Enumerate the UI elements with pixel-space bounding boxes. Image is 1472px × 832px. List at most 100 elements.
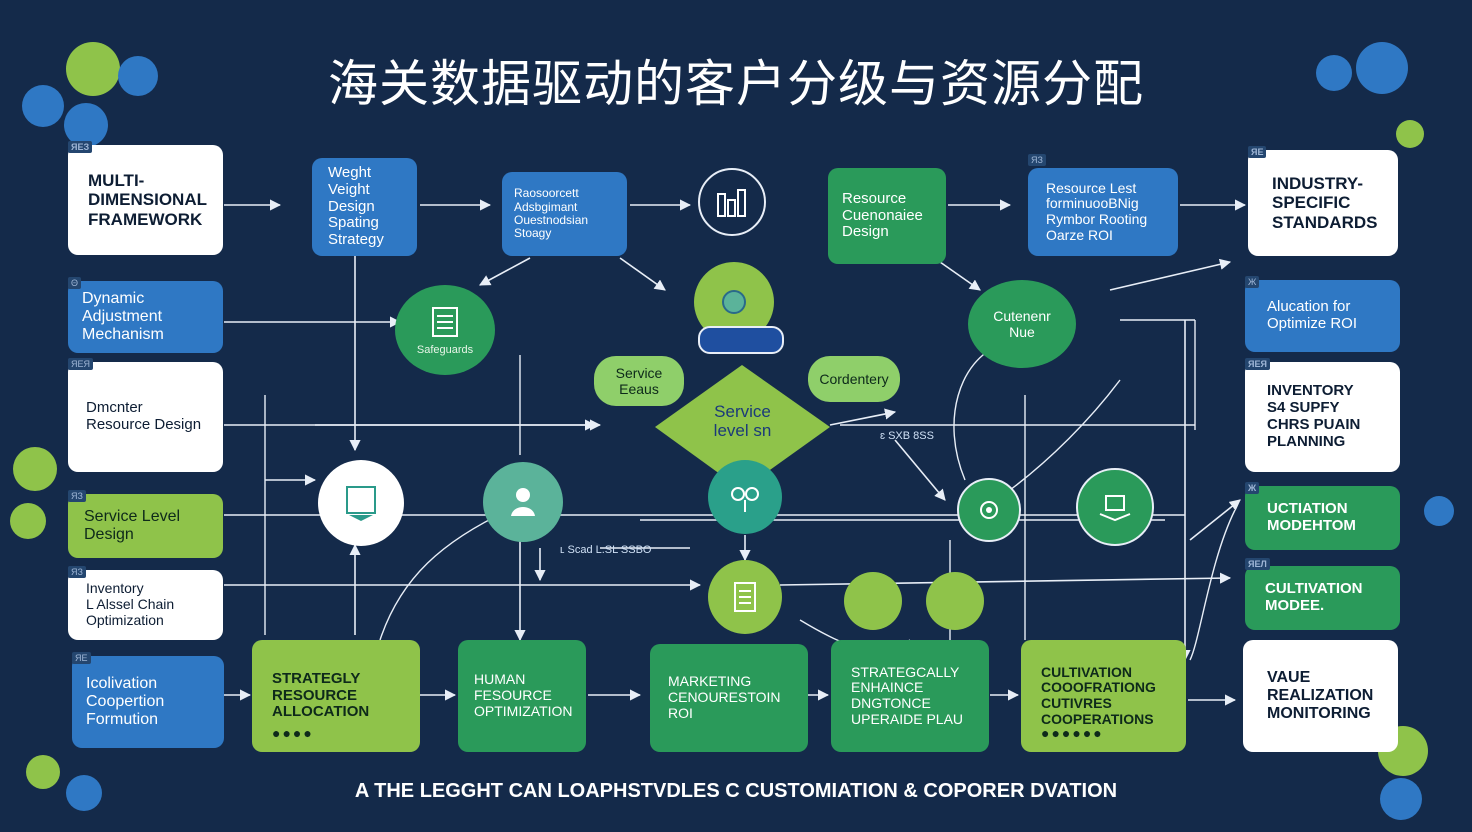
decor-circle (22, 85, 64, 127)
server-rack (698, 326, 784, 354)
node-label: INVENTORY S4 SUPFY CHRS PUAIN PLANNING (1267, 382, 1361, 450)
node-resource-adjustment-strategy: Raosoorcett Adsbgimant Ouestnodsian Stoa… (502, 172, 627, 256)
node-label: Alucation for Optimize ROI (1267, 298, 1358, 332)
node-label: Safeguards (416, 344, 474, 356)
node-tag: ЯЗ (1028, 154, 1046, 167)
node-multi-dimensional-framework: ЯЕЗ MULTI- DIMENSIONAL FRAMEWORK (68, 141, 223, 255)
node-label: Icolivation Coopertion Formution (86, 675, 165, 728)
node-value-realization-monitoring: VAUE REALIZATION MONITORING (1243, 640, 1398, 752)
node-cultivation-modeling: Ж UCTIATION MODEHTOM (1245, 482, 1400, 550)
node-label: Inventory L Alssel Chain Optimization (86, 580, 175, 628)
node-label: Dynamic Adjustment Mechanism (82, 290, 164, 343)
node-label: VAUE REALIZATION MONITORING (1267, 669, 1374, 722)
annotation-label: ɛ SXB 8SS (880, 430, 934, 442)
node-tag: ЯЕЗ (68, 141, 93, 154)
decor-circle (1316, 55, 1352, 91)
connector (779, 572, 1232, 586)
decor-circle (10, 503, 46, 539)
node-tag: ЯЕ (1248, 146, 1267, 159)
node-inventory-chain-optimization: ЯЗ Inventory L Alssel Chain Optimization (68, 566, 223, 640)
curve-wire (1189, 509, 1236, 661)
decor-circle (1356, 42, 1408, 94)
node-marketing-roi: MARKETING CENOURESTOIN ROI (650, 644, 808, 752)
clipboard-icon (734, 582, 756, 612)
connector (1189, 499, 1241, 541)
node-cultivation-cooperation-formation: ЯЕ Icolivation Coopertion Formution (72, 652, 224, 748)
node-green-small-a (844, 572, 902, 630)
node-tag: ЯЗ (68, 490, 86, 503)
node-dynamic-adjustment-mechanism: Θ Dynamic Adjustment Mechanism (68, 277, 223, 353)
node-clipboard (708, 560, 782, 634)
bar-chart-icon (717, 189, 746, 217)
node-label: Service Level Design (84, 508, 181, 543)
settings-icon (980, 501, 998, 519)
node-strategic-resource-allocation: STRATEGLY RESOURCE ALLOCATION ●●●● (252, 640, 420, 752)
connector (479, 257, 531, 286)
node-resource-design: ЯЕЯ Dmcnter Resource Design (68, 358, 223, 472)
curve-wire (1009, 379, 1121, 491)
decor-circle (13, 447, 57, 491)
node-cultivation-model: ЯЕЛ CULTIVATION MODEE. (1245, 558, 1400, 630)
pager-dots: ●●●●●● (1041, 725, 1104, 742)
node-tag: ЯЕЛ (1245, 558, 1270, 571)
footer-caption: A THE LEGGHT CAN LOAPHSTVDLES C CUSTOMIA… (354, 780, 1118, 802)
node-resource-roi: ЯЗ Resource Lest forminuooBNig Rymbor Ro… (1028, 154, 1178, 256)
globe-icon (722, 290, 746, 314)
node-binoculars (708, 460, 782, 534)
node-label: Service level sn (713, 402, 772, 440)
connector (829, 408, 897, 426)
connector (619, 257, 666, 291)
decor-circle (118, 56, 158, 96)
node-label: CULTIVATION COOOFRATIONG CUTIVRES COOPER… (1041, 663, 1156, 727)
node-strategically-enhance-plan: STRATEGCALLY ENHAINCE DNGTONCE UPERAIDE … (831, 640, 989, 752)
node-person (483, 462, 563, 542)
node-label: Cutenenr Nue (993, 307, 1051, 340)
pager-dots: ●●●● (272, 725, 314, 742)
node-label: Resource Cuenonaiee Design (842, 189, 923, 241)
curve-wire (953, 344, 1001, 481)
person-icon (511, 488, 535, 516)
node-tree (318, 460, 404, 546)
node-label: Weght Veight Design Spating Strategy (328, 164, 384, 249)
node-tag: Ж (1245, 276, 1260, 289)
node-label: Raosoorcett Adsbgimant Ouestnodsian Stoa… (514, 186, 589, 241)
decor-circle (1424, 496, 1454, 526)
bubble-service-status: Service Eeaus (594, 356, 684, 406)
diamond-shape (655, 365, 830, 490)
node-label: Dmcnter Resource Design (86, 399, 202, 433)
node-label: Resource Lest forminuooBNig Rymbor Rooti… (1046, 179, 1148, 243)
document-icon (1099, 495, 1131, 522)
tree-icon (346, 486, 376, 521)
node-cultivation-cooperations: CULTIVATION COOOFRATIONG CUTIVRES COOPER… (1021, 640, 1186, 752)
node-label: INDUSTRY- SPECIFIC STANDARDS (1272, 174, 1378, 232)
page-title: 海关数据驱动的客户分级与资源分配 (328, 55, 1144, 113)
connector (894, 439, 946, 501)
node-green-small-b (926, 572, 984, 630)
connector (1109, 258, 1232, 291)
node-tag: ЯЕ (72, 652, 91, 665)
node-tag: Θ (68, 277, 82, 290)
node-allocation-optimize-roi: Ж Alucation for Optimize ROI (1245, 276, 1400, 352)
node-label: MULTI- DIMENSIONAL FRAMEWORK (88, 171, 207, 229)
node-human-resource-optimization: HUMAN FESOURCE OPTIMIZATION (458, 640, 586, 752)
node-service-level: Service level sn (655, 365, 830, 490)
node-settings (957, 478, 1021, 542)
annotation-label: ʟ Scad L.SL SSBO (560, 544, 652, 556)
connector (939, 261, 981, 291)
decor-circle (1396, 120, 1424, 148)
bubble-cordentery: Cordentery (808, 356, 900, 402)
node-industry-specific-standards: ЯЕ INDUSTRY- SPECIFIC STANDARDS (1248, 146, 1398, 256)
node-resource-convenience-design: Resource Cuenonaiee Design (828, 168, 946, 264)
node-tag: ЯЗ (68, 566, 86, 579)
server-icon (432, 307, 458, 337)
decor-circle (66, 775, 102, 811)
node-tag: Ж (1245, 482, 1260, 495)
node-customer-value: Cutenenr Nue (968, 280, 1076, 368)
node-label: MARKETING CENOURESTOIN ROI (668, 673, 781, 721)
node-label: HUMAN FESOURCE OPTIMIZATION (474, 671, 573, 719)
node-label: CULTIVATION MODEE. (1265, 580, 1363, 614)
node-label: STRATEGCALLY ENHAINCE DNGTONCE UPERAIDE … (851, 663, 964, 727)
node-weight-design-strategy: Weght Veight Design Spating Strategy (312, 158, 417, 256)
node-inventory-supply-chain-planning: ЯЕЯ INVENTORY S4 SUPFY CHRS PUAIN PLANNI… (1245, 358, 1400, 472)
